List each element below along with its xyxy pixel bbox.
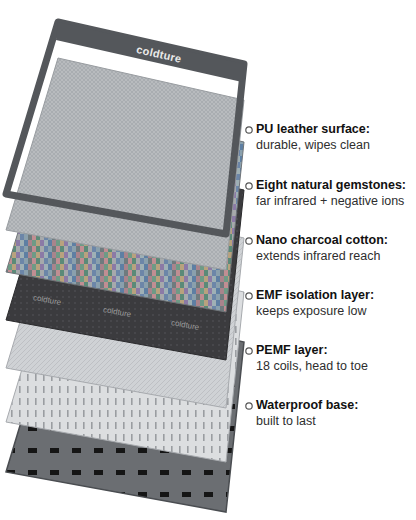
layer-title: PU leather surface: bbox=[256, 122, 412, 137]
layer-description: built to last bbox=[256, 414, 412, 429]
pu-leather-layer bbox=[6, 58, 244, 270]
layer-title: Eight natural gemstones: bbox=[256, 178, 412, 193]
layer-title: EMF isolation layer: bbox=[256, 288, 412, 303]
bullet-markers bbox=[246, 127, 252, 409]
layer-title: Waterproof base: bbox=[256, 398, 412, 413]
layer-description: keeps exposure low bbox=[256, 304, 412, 319]
layer-description: extends infrared reach bbox=[256, 249, 412, 264]
layer-description: durable, wipes clean bbox=[256, 138, 412, 153]
layer-description: far infrared + negative ions bbox=[256, 194, 412, 209]
layer-title: PEMF layer: bbox=[256, 343, 412, 358]
frame-top-band bbox=[56, 22, 244, 82]
layer-title: Nano charcoal cotton: bbox=[256, 233, 412, 248]
layer-description: 18 coils, head to toe bbox=[256, 359, 412, 374]
frame-outline bbox=[6, 22, 244, 234]
